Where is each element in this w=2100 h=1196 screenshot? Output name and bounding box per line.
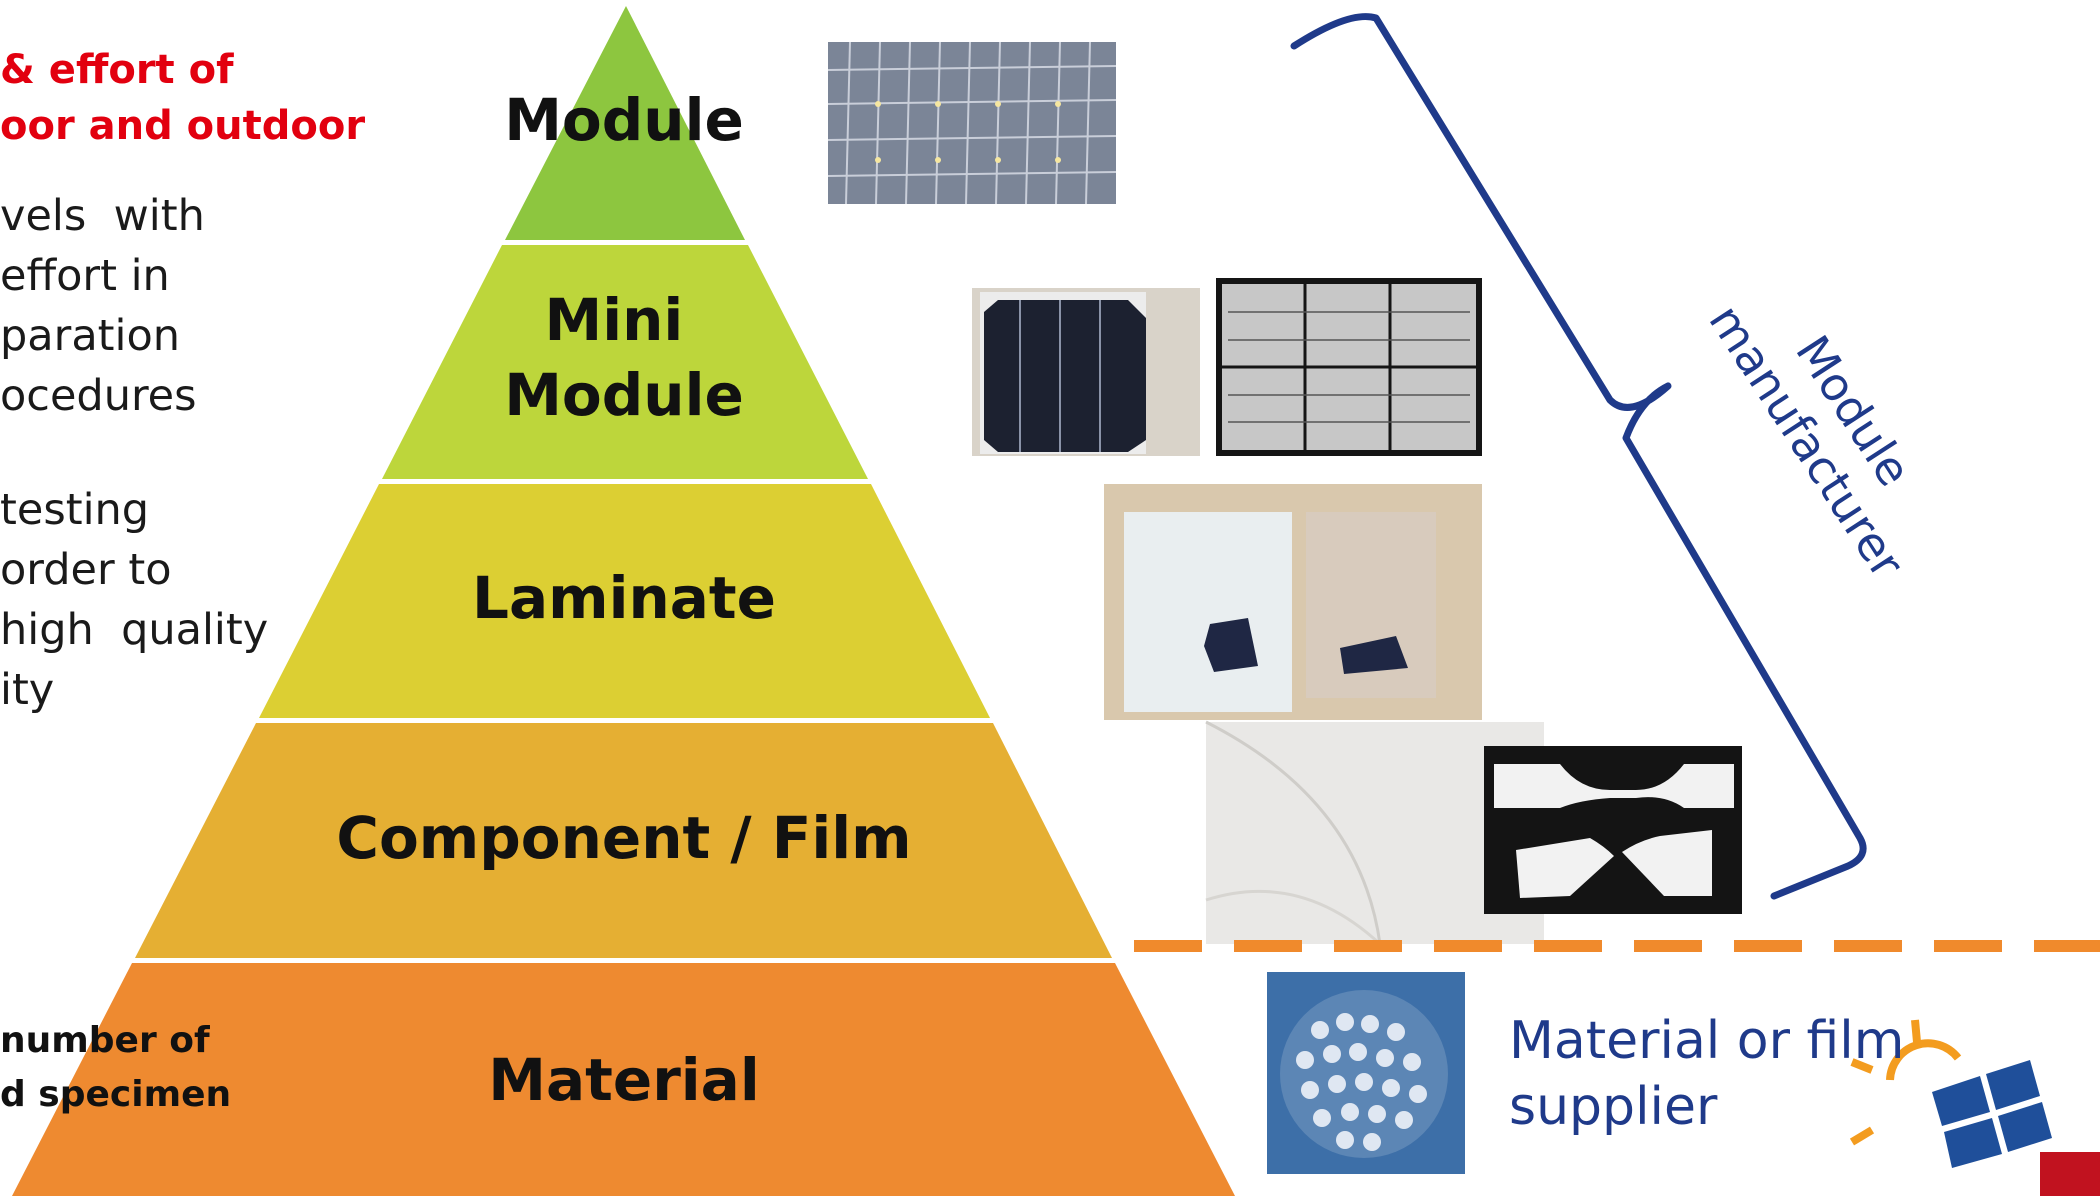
supplier-label: Material or film supplier bbox=[1509, 1011, 1905, 1137]
left-paragraph-1: vels with effort in paration ocedures bbox=[0, 191, 205, 421]
tier-label-laminate: Laminate bbox=[472, 564, 776, 632]
tier-laminate bbox=[259, 484, 990, 718]
tier-label-material: Material bbox=[488, 1046, 759, 1114]
tier-label-component-film: Component / Film bbox=[336, 804, 911, 872]
module-photo bbox=[827, 41, 1117, 205]
laminate-photo bbox=[1104, 484, 1482, 720]
granulate-photo bbox=[1267, 972, 1465, 1174]
tier-label-mini-line1: Mini bbox=[545, 286, 684, 354]
module-manufacturer-bracket bbox=[1290, 13, 1867, 900]
left-bottom-note: number of d specimen bbox=[0, 1020, 232, 1115]
tier-label-mini-module: Mini Module bbox=[504, 286, 744, 429]
tier-label-module: Module bbox=[504, 86, 744, 154]
tier-component-film bbox=[135, 723, 1112, 958]
tier-material bbox=[12, 963, 1235, 1196]
tier-mini-module bbox=[382, 245, 868, 479]
mini-module-el-photo bbox=[1216, 278, 1482, 456]
tier-module bbox=[505, 6, 745, 240]
left-body-text: vels with effort in paration ocedures te… bbox=[0, 186, 300, 774]
tensile-specimen-photo bbox=[1484, 746, 1742, 914]
left-paragraph-2: testing order to high quality ity bbox=[0, 485, 269, 715]
logo bbox=[1849, 1019, 2100, 1196]
mini-module-cell-photo bbox=[972, 288, 1200, 456]
tier-label-mini-line2: Module bbox=[504, 361, 744, 429]
left-heading: & effort of oor and outdoor bbox=[0, 47, 366, 149]
